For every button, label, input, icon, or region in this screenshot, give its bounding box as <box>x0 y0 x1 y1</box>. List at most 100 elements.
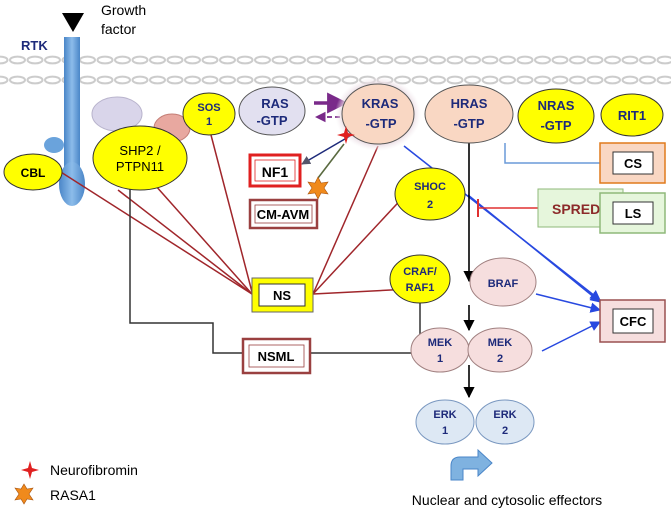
membrane-link <box>639 75 656 85</box>
shp2-label-line1: SHP2 / <box>119 143 161 158</box>
shp2-label-line2: PTPN11 <box>116 159 164 174</box>
ras-label-line1: RAS <box>261 96 289 111</box>
membrane-link <box>429 55 446 65</box>
membrane-link <box>131 55 149 65</box>
membrane-link <box>289 75 306 85</box>
membrane-link <box>534 75 551 85</box>
shoc2-label-line1: SHOC <box>414 181 446 193</box>
membrane-link <box>219 55 236 65</box>
membrane-link <box>114 75 131 85</box>
membrane-link <box>324 75 341 85</box>
membrane-link <box>254 55 271 65</box>
erk1-label-line2: 1 <box>442 425 448 437</box>
nsml-box-inner <box>248 344 305 368</box>
membrane-link <box>306 55 324 65</box>
membrane-link <box>359 55 376 65</box>
membrane-link <box>26 55 44 65</box>
erk2-node <box>475 399 535 445</box>
membrane-link <box>9 55 26 65</box>
mek2-label-line1: MEK <box>488 337 513 349</box>
membrane-link <box>551 55 569 65</box>
shp2-to-ns-line-2 <box>154 184 253 295</box>
ls-box-inner <box>612 201 654 225</box>
membrane-link <box>394 55 411 65</box>
growth-factor-label-line1: Growth <box>101 2 146 18</box>
membrane-link <box>26 75 44 85</box>
rit1-label: RIT1 <box>618 108 646 123</box>
mek1-node <box>410 327 470 373</box>
erk2-label-line1: ERK <box>493 409 516 421</box>
rasa1-star-icon <box>307 176 329 200</box>
mek1-label-line2: 1 <box>437 353 443 365</box>
ls-label: LS <box>625 206 642 221</box>
membrane-link <box>464 55 481 65</box>
sos1-to-ns-line <box>210 134 253 293</box>
kras-to-ns-line <box>312 145 379 295</box>
membrane-link <box>166 55 184 65</box>
membrane-link <box>656 55 671 65</box>
ras-gtp-node <box>238 86 306 136</box>
rtk-label: RTK <box>21 38 48 53</box>
membrane-link <box>621 55 639 65</box>
mek-to-cfc-arrow <box>541 321 601 352</box>
membrane-link <box>341 75 359 85</box>
braf-label: BRAF <box>488 278 519 290</box>
legend-rasa1: RASA1 <box>50 487 96 503</box>
spred1-label: SPRED1 <box>552 201 608 217</box>
hras-to-cs-line <box>504 143 600 164</box>
membrane-link <box>411 55 429 65</box>
cfc-box-inner <box>612 308 654 334</box>
hras-label-line1: HRAS <box>451 96 488 111</box>
membrane-link <box>236 75 254 85</box>
membrane-link <box>236 55 254 65</box>
membrane-link <box>341 55 359 65</box>
nras-label-line1: NRAS <box>538 98 575 113</box>
ras-label-line2: -GTP <box>256 113 287 128</box>
membrane-link <box>201 55 219 65</box>
red-star-icon <box>21 461 39 479</box>
shp2-ptpn11-node <box>92 125 188 191</box>
membrane-link <box>604 55 621 65</box>
braf-node <box>469 257 537 307</box>
membrane-link <box>569 55 586 65</box>
membrane-link <box>604 75 621 85</box>
shoc2-to-cfc-arrow <box>467 194 601 303</box>
membrane-link <box>516 55 534 65</box>
membrane-link <box>219 75 236 85</box>
membrane-link <box>446 75 464 85</box>
membrane-link <box>184 75 201 85</box>
membrane-link <box>551 75 569 85</box>
erk2-label-line2: 2 <box>502 425 508 437</box>
sos1-node <box>182 92 236 136</box>
orange-star-icon <box>14 483 34 505</box>
ns-label: NS <box>273 288 291 303</box>
membrane-link <box>621 75 639 85</box>
nras-gtp-node <box>517 88 595 144</box>
membrane-link <box>289 55 306 65</box>
membrane-link <box>96 75 114 85</box>
nf1-box-inner <box>254 159 296 182</box>
hras-label-line2: -GTP <box>453 116 484 131</box>
membrane-link <box>201 75 219 85</box>
kras-label-line1: KRAS <box>362 96 399 111</box>
membrane-link <box>254 75 271 85</box>
craf-to-nsml-line <box>310 292 421 354</box>
membrane-link <box>44 55 61 65</box>
growth-factor-label-line2: factor <box>101 21 136 37</box>
braf-to-cfc-arrow <box>535 293 602 313</box>
membrane-link <box>271 75 289 85</box>
cs-box-inner <box>612 151 654 175</box>
effectors-label: Nuclear and cytosolic effectors <box>412 492 602 508</box>
membrane-link <box>499 75 516 85</box>
sos1-label-line1: SOS <box>197 102 220 114</box>
membrane-link <box>586 75 604 85</box>
craf-raf1-node <box>389 254 451 304</box>
membrane-link <box>481 75 499 85</box>
membrane-link <box>499 55 516 65</box>
nras-label-line2: -GTP <box>540 118 571 133</box>
shp2-to-ns-line <box>117 189 253 295</box>
membrane-link <box>586 55 604 65</box>
cs-label: CS <box>624 156 642 171</box>
rit1-node <box>600 93 664 137</box>
